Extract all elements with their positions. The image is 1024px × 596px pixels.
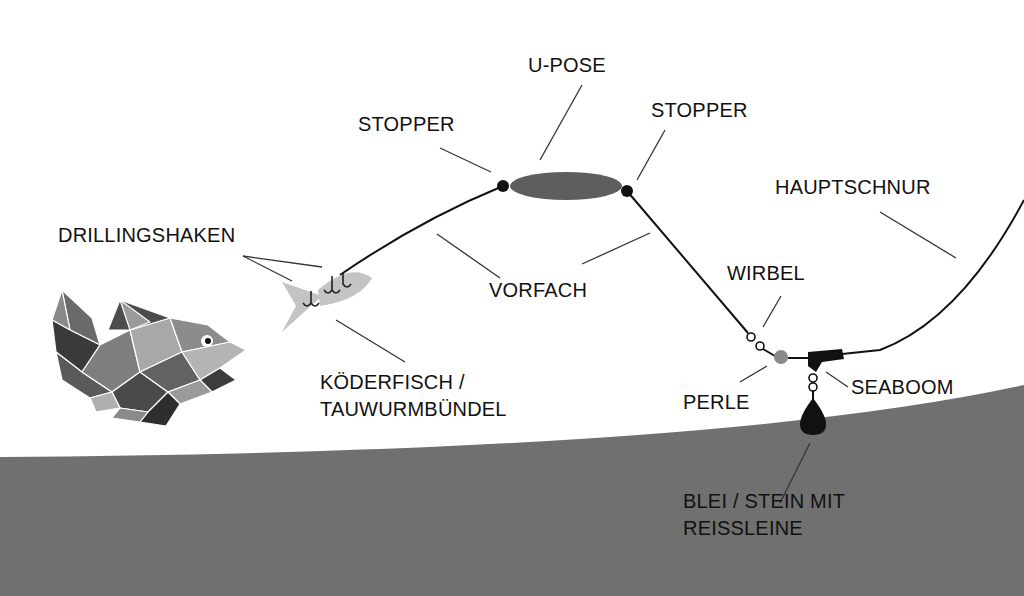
part-label: WIRBEL — [727, 260, 805, 287]
part-label: U-POSE — [528, 52, 606, 79]
treble-hooks — [303, 272, 351, 306]
bait-fish — [282, 272, 372, 332]
part-label: STOPPER — [651, 97, 748, 124]
callout-leaders — [243, 85, 956, 503]
ground — [0, 385, 1024, 596]
part-label: HAUPTSCHNUR — [775, 174, 931, 201]
main-line — [842, 200, 1024, 354]
u-float — [510, 172, 622, 200]
part-label: VORFACH — [489, 277, 587, 304]
lead-weight — [800, 398, 826, 435]
part-label: SEABOOM — [851, 374, 954, 401]
fish-eye — [201, 335, 213, 347]
seaboom — [808, 349, 844, 372]
stopper — [497, 180, 509, 192]
part-label: KÖDERFISCH / TAUWURMBÜNDEL — [320, 369, 495, 423]
part-label: DRILLINGSHAKEN — [58, 222, 235, 249]
part-label: PERLE — [683, 389, 750, 416]
fish-pupil — [205, 338, 211, 344]
leader-line-rig — [340, 186, 503, 275]
swivel — [747, 333, 764, 350]
part-label: BLEI / STEIN MIT REISSLEINE — [683, 488, 918, 542]
swivel — [809, 374, 817, 391]
bead — [774, 350, 788, 364]
part-label: STOPPER — [358, 111, 455, 138]
predator-fish — [52, 290, 246, 426]
